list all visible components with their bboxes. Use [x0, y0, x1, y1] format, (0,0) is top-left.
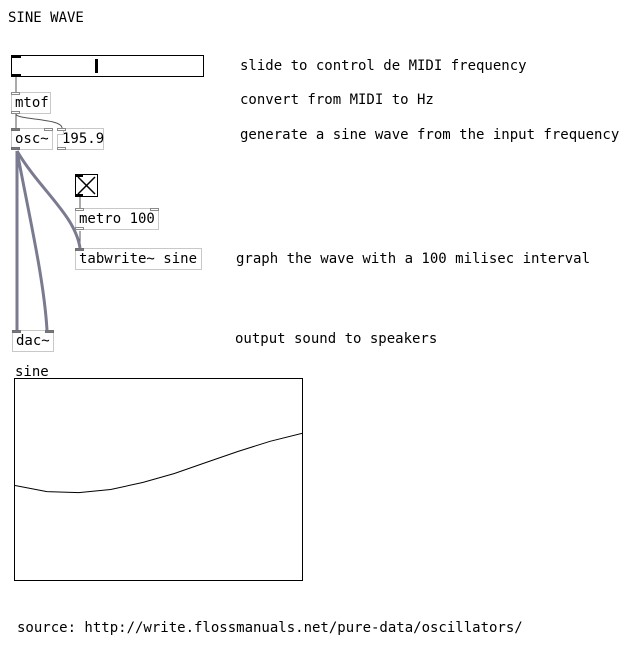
comment-dac: output sound to speakers: [235, 331, 438, 347]
metro-toggle[interactable]: [75, 174, 98, 197]
mtof-outlet: [11, 111, 20, 114]
dac-right-inlet: [45, 330, 54, 333]
wire-osc-tabwrite: [15, 150, 82, 249]
wire-mtof-number: [15, 113, 63, 129]
tabwrite-object[interactable]: tabwrite~ sine: [75, 248, 202, 270]
patch-title: SINE WAVE: [8, 10, 84, 26]
metro-inlet-left: [75, 208, 84, 211]
dac-left-inlet: [12, 330, 21, 333]
array-waveform: [15, 432, 302, 494]
comment-mtof: convert from MIDI to Hz: [240, 92, 434, 108]
comment-slider: slide to control de MIDI frequency: [240, 58, 527, 74]
toggle-inlet: [75, 174, 83, 177]
metro-object[interactable]: metro 100: [75, 208, 159, 230]
slider-handle[interactable]: [95, 59, 98, 73]
wire-osc-dac-right: [15, 150, 49, 331]
slider-inlet: [11, 55, 21, 58]
metro-label: metro 100: [79, 211, 155, 227]
array-graph[interactable]: [14, 378, 303, 581]
dac-object[interactable]: dac~: [12, 330, 54, 352]
dac-label: dac~: [16, 333, 50, 349]
metro-inlet-right: [150, 208, 159, 211]
source-text: source: http://write.flossmanuals.net/pu…: [17, 620, 523, 636]
tabwrite-label: tabwrite~ sine: [79, 251, 198, 267]
number-box-outlet: [57, 147, 66, 150]
osc-label: osc~: [15, 131, 49, 147]
mtof-label: mtof: [15, 95, 49, 111]
mtof-inlet: [11, 92, 20, 95]
toggle-x-icon: [77, 176, 96, 195]
number-box-value: 195.9: [62, 131, 105, 147]
frequency-slider[interactable]: [11, 55, 204, 77]
toggle-outlet: [75, 194, 83, 197]
comment-tabwrite: graph the wave with a 100 milisec interv…: [236, 251, 591, 267]
osc-phase-inlet: [44, 128, 53, 131]
comment-osc: generate a sine wave from the input freq…: [240, 127, 620, 143]
array-curve: [15, 432, 302, 494]
array-name: sine: [15, 364, 49, 380]
number-box-inlet: [57, 128, 66, 131]
frequency-number-box[interactable]: 195.9: [57, 128, 104, 150]
slider-outlet: [11, 74, 21, 77]
osc-object[interactable]: osc~: [11, 128, 53, 150]
osc-signal-inlet: [11, 128, 20, 131]
mtof-object[interactable]: mtof: [11, 92, 51, 114]
tabwrite-signal-inlet: [75, 248, 84, 251]
metro-outlet: [75, 227, 84, 230]
number-box-notch: [57, 128, 64, 135]
osc-signal-outlet: [11, 147, 20, 150]
